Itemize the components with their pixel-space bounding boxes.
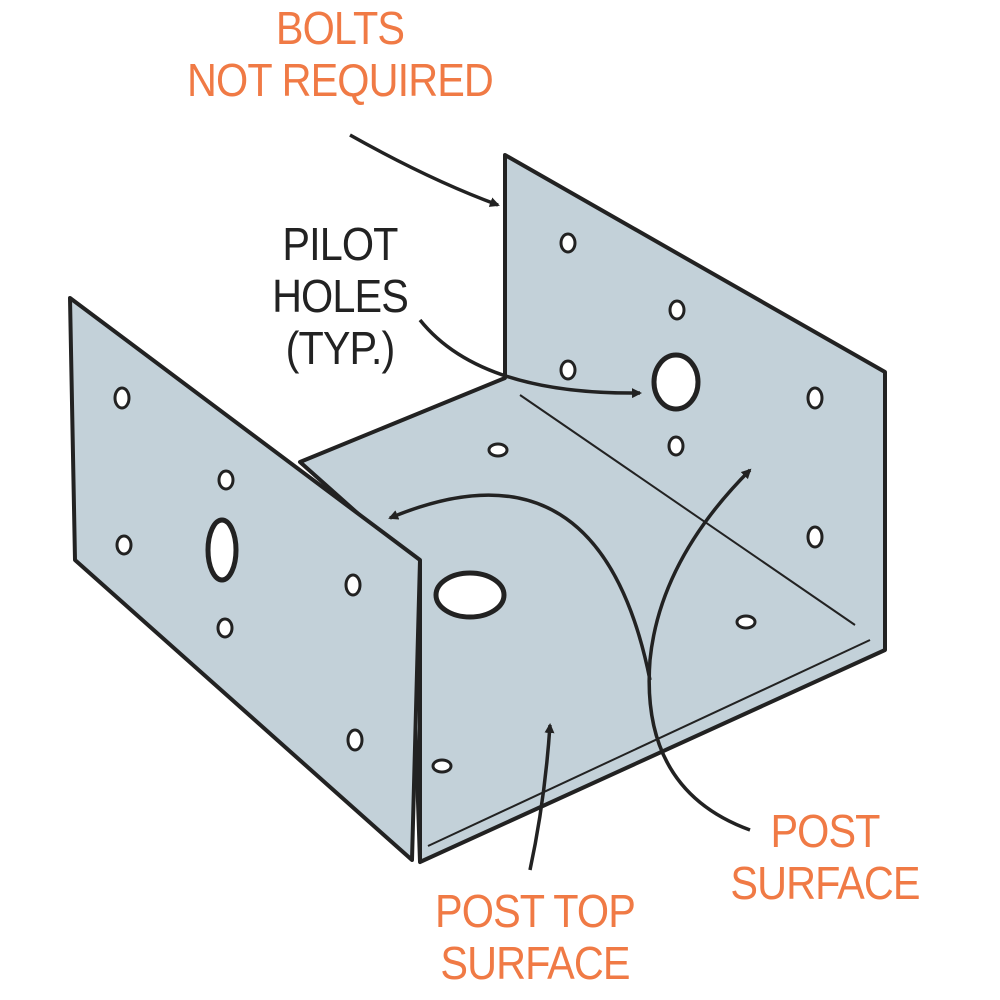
- label-line: POST TOP: [435, 885, 636, 937]
- arrow-pilot-holes: [418, 318, 642, 399]
- label-line: PILOT: [282, 218, 398, 270]
- label-line: BOLTS: [275, 2, 405, 54]
- label-line: HOLES: [272, 270, 409, 322]
- arrow-bolts: [349, 133, 500, 207]
- holes: [113, 232, 824, 774]
- label-line: SURFACE: [730, 857, 920, 909]
- arrow-post-top: [388, 493, 652, 681]
- label-line: NOT REQUIRED: [187, 54, 494, 106]
- label-line: POST: [770, 805, 880, 857]
- label-line: SURFACE: [440, 937, 630, 989]
- label-post-top-surface: POST TOP SURFACE: [414, 885, 657, 989]
- arrow-post-top-up: [528, 723, 555, 871]
- label-pilot-holes: PILOT HOLES (TYP.): [241, 218, 439, 374]
- label-bolts-not-required: BOLTS NOT REQUIRED: [187, 2, 494, 106]
- left-panel: [68, 296, 422, 862]
- label-post-surface: POST SURFACE: [722, 805, 929, 909]
- arrow-post-surface: [647, 468, 752, 832]
- label-line: (TYP.): [285, 322, 396, 374]
- callout-arrows: [349, 133, 752, 871]
